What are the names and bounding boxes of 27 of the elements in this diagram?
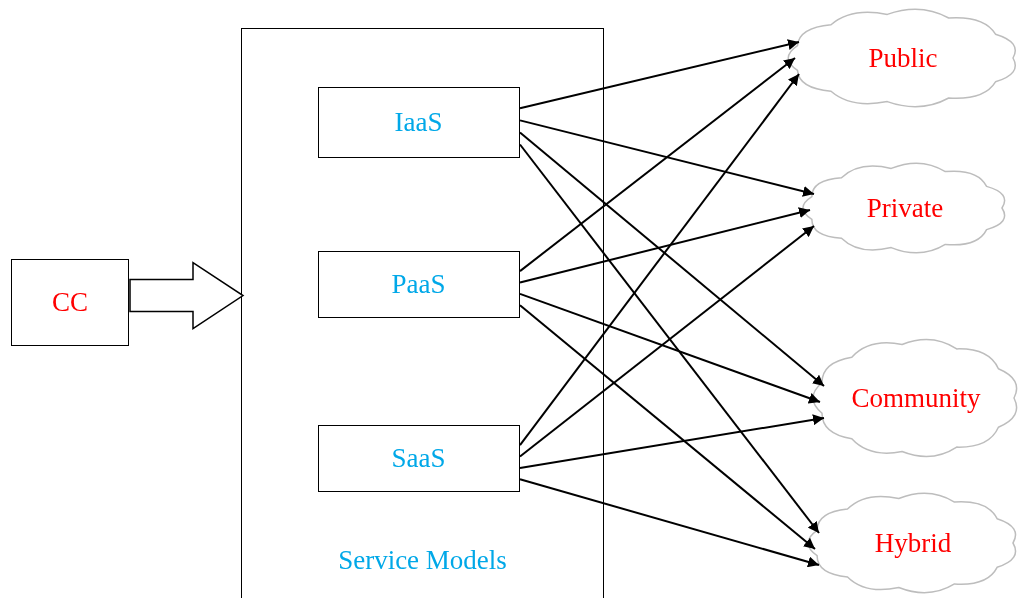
group-frame (241, 28, 604, 598)
arrow (519, 478, 820, 568)
node-label: Private (866, 192, 944, 224)
arrow (519, 119, 815, 197)
process-box (317, 86, 520, 158)
node-label: PaaS (391, 268, 446, 300)
node-label: CC (52, 287, 88, 318)
arrow (519, 73, 800, 447)
node-label: Hybrid (874, 527, 952, 559)
process-box (317, 250, 520, 318)
arrow (519, 39, 800, 110)
arrow (519, 292, 821, 404)
process-box (11, 259, 129, 346)
arrow (519, 414, 825, 469)
arrow (519, 143, 820, 534)
arrow (519, 304, 816, 550)
process-box (317, 424, 520, 492)
node-label: SaaS (391, 442, 446, 474)
arrow (519, 207, 811, 284)
node-label: Service Models (337, 545, 508, 576)
node-label: IaaS (394, 106, 443, 138)
arrow (519, 57, 796, 273)
block-arrow (129, 261, 245, 330)
arrow (519, 131, 825, 387)
node-label: Community (851, 382, 981, 414)
node-label: Public (868, 42, 938, 74)
arrow (519, 225, 815, 458)
